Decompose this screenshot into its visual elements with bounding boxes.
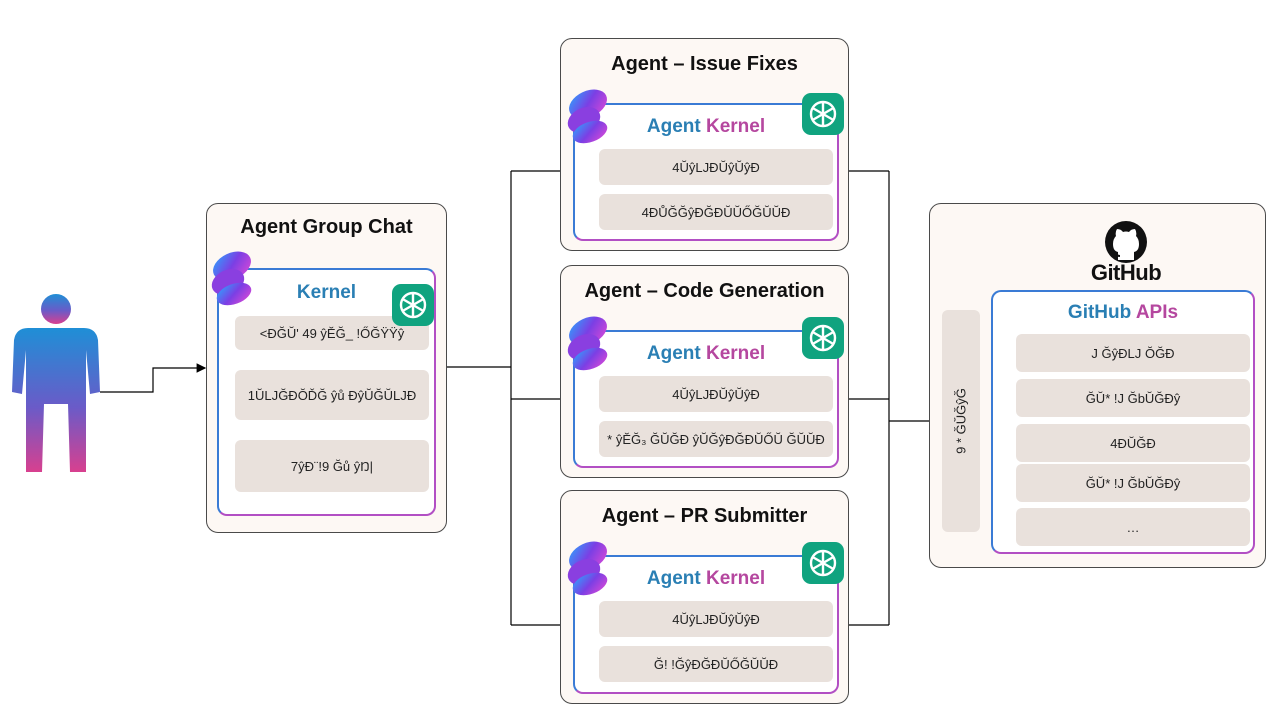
person-icon xyxy=(12,294,100,472)
github-api-item: ĞŬ* !J ĞbŬĞĐŷ xyxy=(1016,464,1250,502)
group-chat-item: 1ŬǇĞĐŎĎĞ ŷů ĐŷŬĞŬǇĐ xyxy=(235,370,429,420)
openai-logo-icon xyxy=(802,317,844,359)
agent-item: 4ŬŷǇĐŬŷŬŷĐ xyxy=(599,376,833,412)
github-apis-label-b: APIs xyxy=(1135,302,1179,323)
openai-logo-icon xyxy=(392,284,434,326)
agent-kernel-box: Agent Kernel 4ŬŷǇĐŬŷŬŷĐ Ğ! !ĞŷĐĞĐŬŐĞŬŬĐ xyxy=(573,555,839,694)
agent-issue-fixes-box: Agent – Issue Fixes Agent Kernel 4ŬŷǇĐŬŷ… xyxy=(560,38,849,251)
github-api-item: ĞŬ* !J ĞbŬĞĐŷ xyxy=(1016,379,1250,417)
group-chat-item: 7ŷĐ¨!9 Ğů ŷŊ| xyxy=(235,440,429,492)
semantic-kernel-logo-icon xyxy=(567,316,608,371)
github-apis-label-a: GitHub xyxy=(1067,302,1132,323)
openai-logo-icon xyxy=(802,542,844,584)
group-chat-title: Agent Group Chat xyxy=(240,216,413,238)
group-chat-kernel-label: Kernel xyxy=(296,282,357,303)
agent-item: 4ĐŮĞĞŷĐĞĐŬŬŐĞŬŬĐ xyxy=(599,194,833,230)
github-api-item: … xyxy=(1016,508,1250,546)
agent-title: Agent – PR Submitter xyxy=(601,505,808,527)
github-api-item: 4ĐŬĞĐ xyxy=(1016,424,1250,462)
agent-kernel-box: Agent Kernel 4ŬŷǇĐŬŷŬŷĐ * ŷĔĞ₃ ĞŬĞĐ ŷŬĞŷ… xyxy=(573,330,839,468)
agent-item: Ğ! !ĞŷĐĞĐŬŐĞŬŬĐ xyxy=(599,646,833,682)
github-side-label: 9 * ĞŬĞŷĞ xyxy=(953,388,969,454)
user-to-groupchat-arrow xyxy=(100,363,207,393)
agent-title: Agent – Issue Fixes xyxy=(611,53,798,75)
agent-item: * ŷĔĞ₃ ĞŬĞĐ ŷŬĞŷĐĞĐŬŐŬ ĞŬŬĐ xyxy=(599,421,833,457)
agent-title: Agent – Code Generation xyxy=(584,280,825,302)
github-box: GitHub 9 * ĞŬĞŷĞ GitHub APIs J ĞŷĐǇ ŎĞĐ … xyxy=(929,203,1266,568)
github-api-item: J ĞŷĐǇ ŎĞĐ xyxy=(1016,334,1250,372)
agent-kernel-box: Agent Kernel 4ŬŷǇĐŬŷŬŷĐ 4ĐŮĞĞŷĐĞĐŬŬŐĞŬŬĐ xyxy=(573,103,839,241)
github-apis-box: GitHub APIs J ĞŷĐǇ ŎĞĐ ĞŬ* !J ĞbŬĞĐŷ 4ĐŬ… xyxy=(991,290,1255,554)
semantic-kernel-logo-icon xyxy=(567,89,608,144)
semantic-kernel-logo-icon xyxy=(211,251,252,306)
github-wordmark: GitHub xyxy=(1090,260,1162,285)
group-chat-kernel-box: Kernel <ĐĞŬ' 49 ŷĔĞ_ !ŐĞŸŸŷ 1ŬǇĞĐŎĎĞ ŷů … xyxy=(217,268,436,516)
agent-pr-submitter-box: Agent – PR Submitter Agent Kernel 4ŬŷǇĐŬ… xyxy=(560,490,849,704)
semantic-kernel-logo-icon xyxy=(567,541,608,596)
github-octocat-icon xyxy=(1105,221,1147,263)
openai-logo-icon xyxy=(802,93,844,135)
agent-item: 4ŬŷǇĐŬŷŬŷĐ xyxy=(599,601,833,637)
agent-item: 4ŬŷǇĐŬŷŬŷĐ xyxy=(599,149,833,185)
github-side-bar: 9 * ĞŬĞŷĞ xyxy=(942,310,980,532)
agent-code-generation-box: Agent – Code Generation Agent Kernel 4Ŭŷ… xyxy=(560,265,849,478)
